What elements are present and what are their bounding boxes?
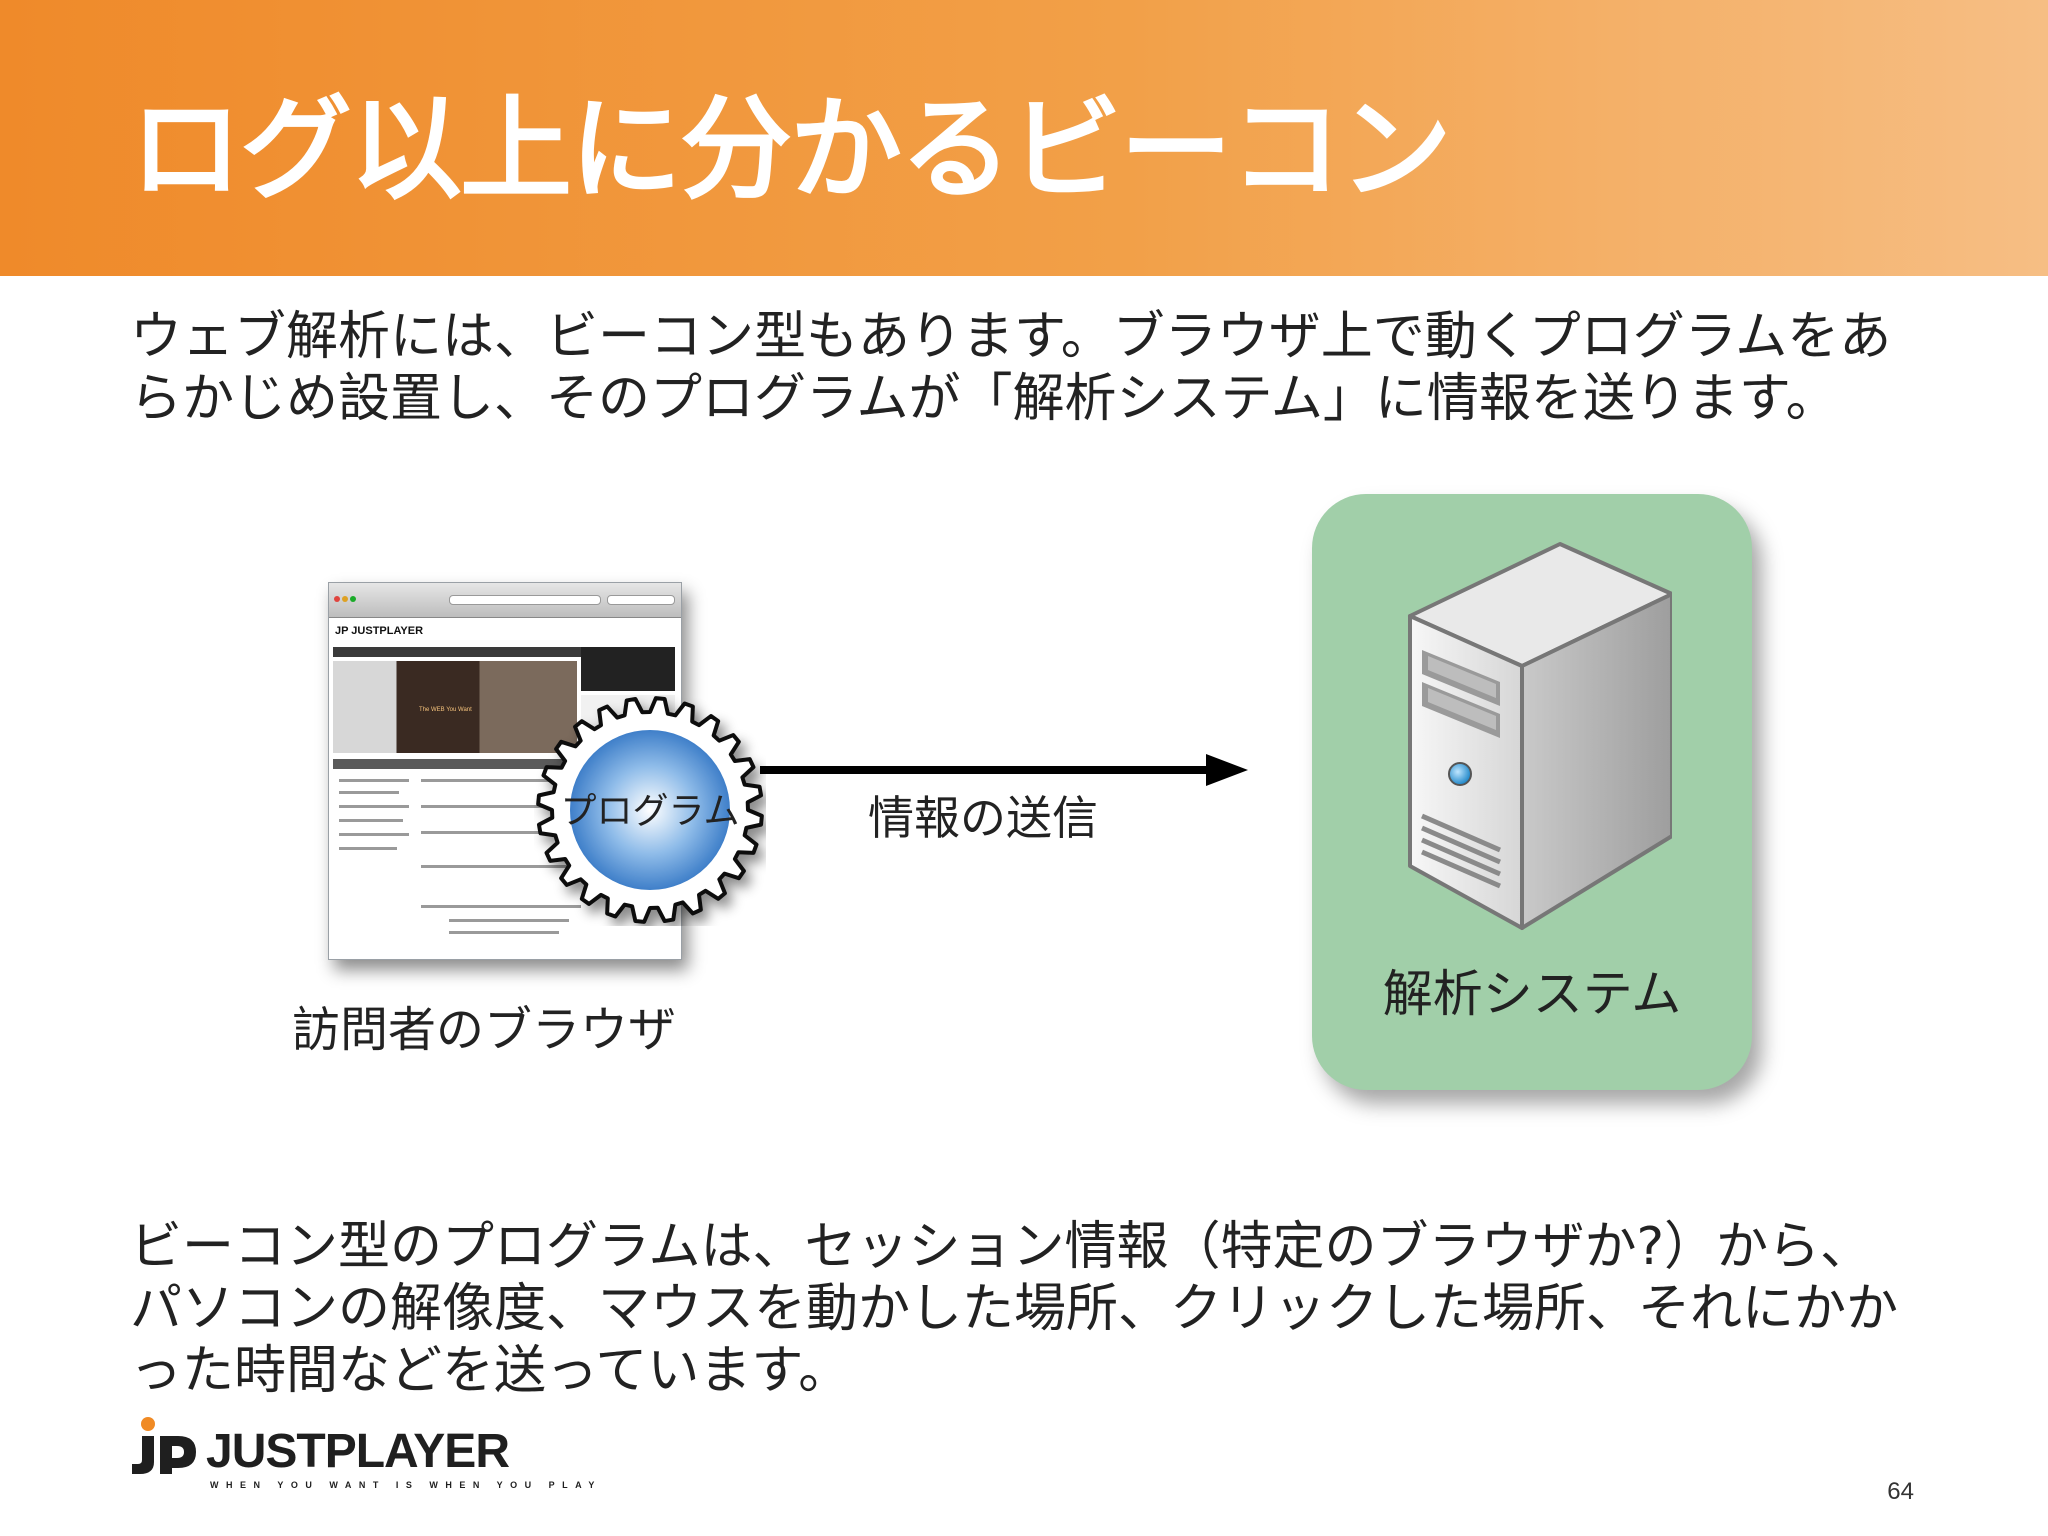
page-number: 64 — [1887, 1478, 1914, 1505]
site-logo: JP JUSTPLAYER — [335, 625, 424, 637]
gear-icon — [536, 696, 764, 924]
logo-wordmark: JUSTPLAYER — [206, 1425, 510, 1478]
text-line — [421, 805, 561, 808]
text-line — [339, 791, 399, 794]
text-line — [421, 905, 581, 908]
site-nav-bar — [333, 647, 673, 657]
window-controls-icon — [334, 587, 358, 606]
send-arrow-icon — [760, 754, 1248, 786]
program-gear: プログラム — [534, 694, 766, 926]
logo-tagline: WHEN YOU WANT IS WHEN YOU PLAY — [210, 1480, 602, 1490]
analysis-system-box: 解析システム — [1312, 494, 1752, 1090]
text-line — [339, 779, 409, 782]
text-line — [421, 779, 561, 782]
arrow-label: 情報の送信 — [868, 791, 1098, 845]
text-line — [339, 847, 397, 850]
server-icon — [1408, 542, 1672, 930]
browser-search-box — [607, 595, 675, 605]
explanation-paragraph: ビーコン型のプログラムは、セッション情報（特定のブラウザか?）から、パソコンの解… — [130, 1217, 1899, 1401]
text-line — [449, 919, 569, 922]
browser-caption: 訪問者のブラウザ — [292, 1002, 677, 1058]
site-side-panel — [581, 647, 675, 691]
analysis-system-label: 解析システム — [1382, 965, 1682, 1023]
slide-title: ログ以上に分かるビーコン — [130, 85, 1452, 215]
browser-toolbar — [329, 583, 681, 618]
address-bar — [449, 595, 601, 605]
program-label: プログラム — [560, 791, 740, 832]
site-section-bar — [333, 759, 673, 769]
hero-text: The WEB You Want — [419, 707, 472, 713]
jp-logo-icon — [132, 1417, 196, 1474]
title-banner: ログ以上に分かるビーコン — [0, 0, 2048, 276]
intro-paragraph: ウェブ解析には、ビーコン型もあります。ブラウザ上で動くプログラムをあらかじめ設置… — [130, 307, 1892, 429]
text-line — [339, 805, 409, 808]
site-hero-image: The WEB You Want — [333, 661, 577, 753]
text-line — [421, 831, 561, 834]
text-line — [339, 819, 403, 822]
text-line — [421, 865, 571, 868]
text-line — [449, 931, 559, 934]
text-line — [339, 833, 409, 836]
